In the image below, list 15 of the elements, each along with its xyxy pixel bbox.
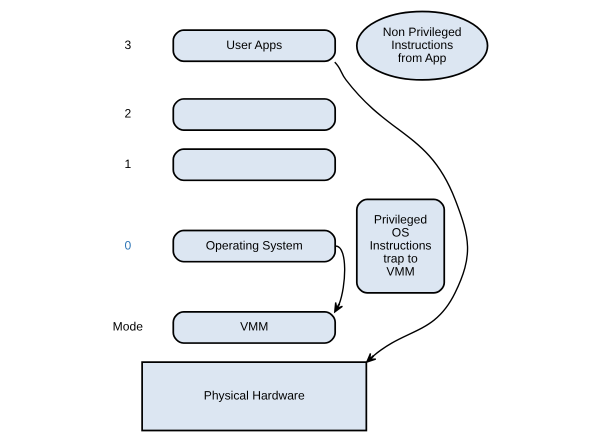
node-box: Privileged OS Instructions trap to VMM	[356, 198, 446, 294]
arrow	[334, 245, 346, 313]
node-box: Physical Hardware	[141, 361, 368, 432]
node-box: VMM	[172, 311, 336, 344]
node-ellipse: Non Privileged Instructions from App	[356, 10, 488, 81]
arrow	[334, 62, 468, 363]
label: 2	[124, 106, 132, 121]
node-box	[172, 98, 336, 131]
label: 1	[124, 156, 132, 171]
label: 3	[124, 38, 132, 52]
label: 0	[124, 238, 132, 252]
node-box: Operating System	[172, 230, 336, 263]
label: Mode	[112, 320, 143, 334]
node-box	[172, 148, 336, 182]
node-box: User Apps	[172, 29, 336, 62]
